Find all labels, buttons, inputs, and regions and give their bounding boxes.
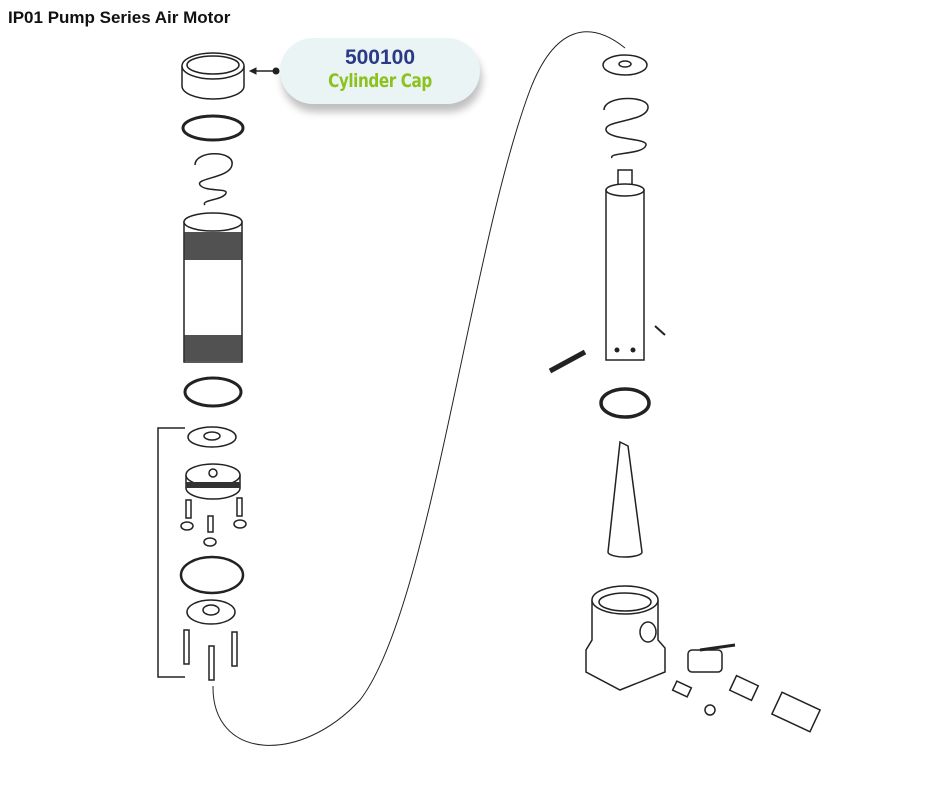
- seal-ring-part[interactable]: [599, 387, 651, 419]
- part-number: 500100: [344, 46, 416, 69]
- cylinder-cap-part[interactable]: [181, 52, 245, 100]
- pump-base-part[interactable]: [585, 585, 666, 691]
- spring-part[interactable]: [194, 153, 233, 206]
- pins-part[interactable]: [180, 497, 247, 547]
- spring-part[interactable]: [603, 97, 649, 159]
- bottom-plate-part[interactable]: [186, 599, 236, 625]
- o-ring-part[interactable]: [183, 376, 243, 408]
- callout-arrow: [248, 67, 280, 75]
- subassembly-bracket: [157, 427, 185, 678]
- part-callout[interactable]: 500100 Cylinder Cap: [280, 38, 480, 104]
- o-ring-part[interactable]: [181, 114, 245, 142]
- fittings-part[interactable]: [671, 674, 822, 733]
- piston-rod-part[interactable]: [605, 169, 645, 361]
- washer-part[interactable]: [602, 54, 648, 76]
- piston-plate-part[interactable]: [187, 426, 237, 448]
- part-name: Cylinder Cap: [328, 70, 432, 92]
- assembly-connector-line: [212, 31, 626, 746]
- pin-part[interactable]: [548, 325, 666, 374]
- ball-valve-part[interactable]: [687, 643, 736, 673]
- cylinder-tube-part[interactable]: [183, 212, 243, 363]
- cone-part[interactable]: [607, 440, 643, 558]
- bolts-part[interactable]: [183, 629, 238, 681]
- piston-part[interactable]: [185, 463, 241, 500]
- large-o-ring-part[interactable]: [179, 555, 245, 595]
- diagram-title: IP01 Pump Series Air Motor: [8, 8, 231, 27]
